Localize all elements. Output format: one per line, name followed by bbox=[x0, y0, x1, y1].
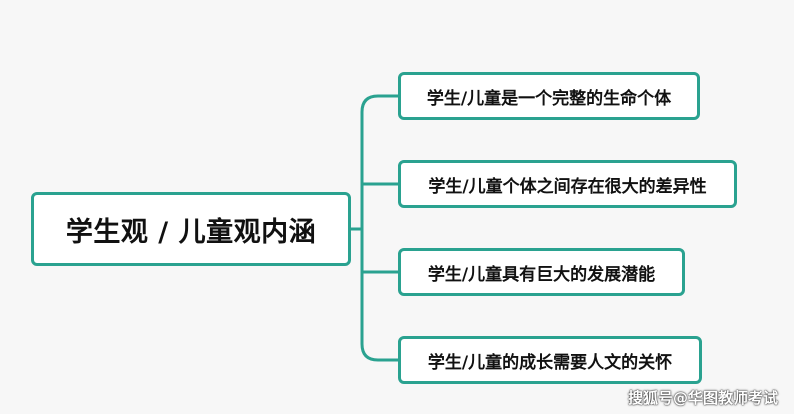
connector-trunk bbox=[360, 94, 379, 362]
child-node-label: 学生/儿童具有巨大的发展潜能 bbox=[427, 264, 656, 285]
child-node-1: 学生/儿童是一个完整的生命个体 bbox=[398, 72, 700, 120]
child-node-2: 学生/儿童个体之间存在很大的差异性 bbox=[398, 160, 737, 208]
watermark: 搜狐号@华图教师考试 bbox=[627, 389, 778, 407]
root-node: 学生观 / 儿童观内涵 bbox=[31, 192, 351, 266]
child-node-3: 学生/儿童具有巨大的发展潜能 bbox=[398, 248, 685, 296]
child-node-label: 学生/儿童是一个完整的生命个体 bbox=[426, 88, 672, 109]
child-node-label: 学生/儿童的成长需要人文的关怀 bbox=[427, 352, 673, 373]
child-node-4: 学生/儿童的成长需要人文的关怀 bbox=[398, 336, 702, 384]
root-node-label: 学生观 / 儿童观内涵 bbox=[65, 216, 317, 248]
child-node-label: 学生/儿童个体之间存在很大的差异性 bbox=[428, 176, 707, 197]
